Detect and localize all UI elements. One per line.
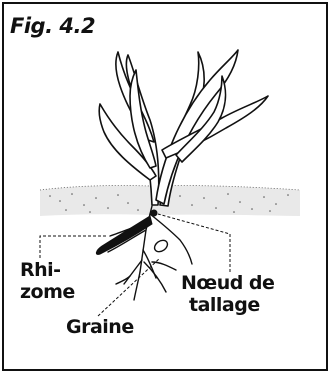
label-rhizome-line2: zome [20, 281, 75, 303]
plant-leaves [99, 50, 268, 206]
label-noeud-line1: Nœud de [181, 272, 274, 294]
tillering-node-shape [151, 210, 158, 217]
label-graine: Graine [66, 316, 134, 338]
label-rhizome: Rhi- zome [20, 259, 75, 303]
label-noeud-de-tallage: Nœud de tallage [181, 272, 274, 316]
seed-shape [152, 238, 169, 254]
label-rhizome-line1: Rhi- [20, 259, 75, 281]
label-noeud-line2: tallage [181, 294, 274, 316]
